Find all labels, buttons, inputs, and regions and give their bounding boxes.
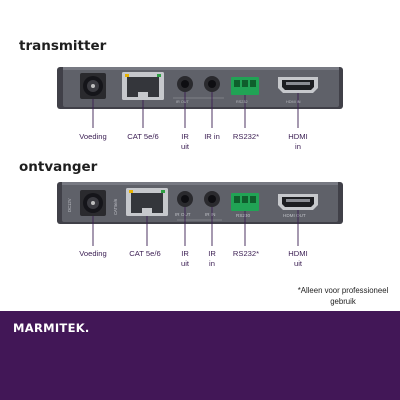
receiver-rs232-terminal (231, 193, 259, 211)
tx-label-hdmi: HDMI in (288, 132, 308, 151)
receiver-ir-in-jack (204, 191, 220, 207)
professional-use-footnote: *Alleen voor professioneel gebruik (297, 286, 389, 306)
tx-label-rs232: RS232* (232, 132, 260, 141)
transmitter-heading: transmitter (19, 38, 107, 54)
rx-hdmi-panel-label: HDMI OUT (283, 213, 306, 218)
receiver-ir-out-jack (177, 191, 193, 207)
transmitter-ir-in-jack (204, 76, 220, 92)
transmitter-hdmi-port (278, 77, 318, 93)
rx-label-cat: CAT 5e/6 (129, 249, 161, 258)
receiver-hdmi-port (278, 194, 318, 210)
transmitter-power-jack (80, 73, 106, 99)
rx-label-ir-in: IR in (208, 249, 216, 268)
rx-irin-panel-label: IR IN (205, 212, 215, 217)
rx-cat-panel-label: CAT5e/6 (113, 198, 118, 215)
transmitter-rs232-terminal (231, 77, 259, 95)
receiver-heading: ontvanger (19, 159, 98, 175)
rx-dc12v-panel-label: DC12V (67, 198, 72, 212)
transmitter-ir-out-jack (177, 76, 193, 92)
tx-rs232-panel-label: RS232 (236, 100, 248, 104)
rx-label-rs232: RS232* (232, 249, 260, 258)
receiver-leader-lines (92, 207, 299, 246)
rx-irout-panel-label: IR OUT (175, 212, 191, 217)
rx-label-hdmi: HDMI uit (288, 249, 308, 268)
transmitter-rj45-port (122, 72, 164, 100)
tx-hdmi-panel-label: HDMI IN (286, 100, 301, 104)
rx-rs232-panel-label: RS230 (236, 213, 250, 218)
tx-ir-panel-label: IR OUT (176, 100, 190, 104)
rx-label-power: Voeding (79, 249, 107, 258)
receiver-rj45-port (126, 188, 168, 216)
marmitek-logo: MARMITEK. (13, 321, 90, 335)
rx-label-ir-out: IR uit (180, 249, 190, 268)
brand-band (0, 311, 400, 400)
tx-label-cat: CAT 5e/6 (127, 132, 159, 141)
tx-label-ir-out: IR uit (180, 132, 190, 151)
transmitter-leader-lines (92, 92, 299, 128)
tx-label-ir-in: IR in (204, 132, 220, 141)
receiver-power-jack (80, 190, 106, 216)
tx-label-power: Voeding (79, 132, 107, 141)
